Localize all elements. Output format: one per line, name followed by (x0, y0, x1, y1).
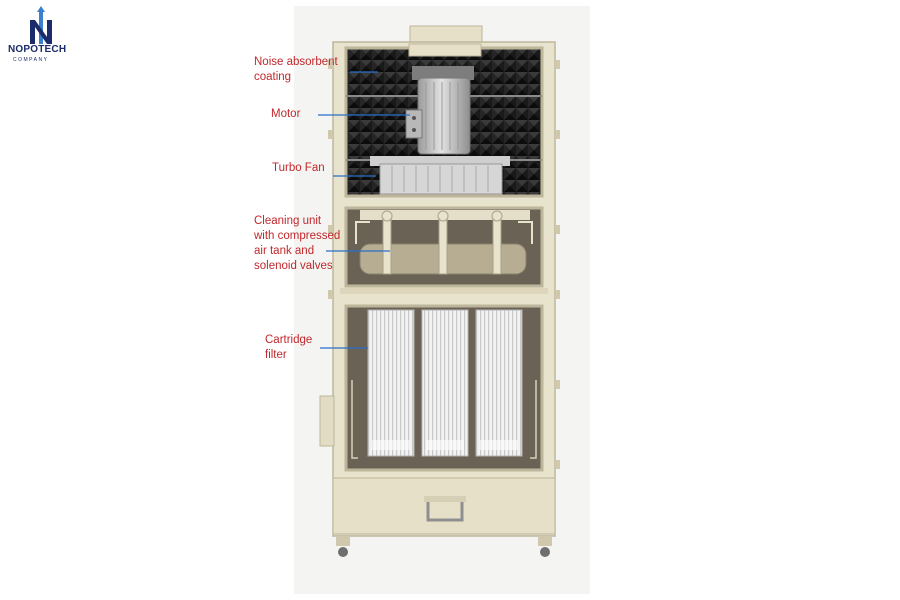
casters (336, 536, 552, 557)
side-inlet-port (319, 395, 335, 447)
cartridge-filters (367, 309, 523, 457)
label-motor: Motor (271, 108, 301, 120)
label-cleaning-unit: Cleaning unit with compressed air tank a… (254, 215, 341, 272)
brand-logo (6, 6, 76, 66)
brand-subtitle: COMPANY (13, 57, 49, 63)
callout-leader-lines (318, 71, 410, 349)
solenoid-valves (381, 210, 503, 275)
logo-mark-icon (30, 6, 52, 44)
brand-name: NOPOTECH (8, 44, 67, 55)
label-cartridge-filter: Cartridge filter (265, 334, 313, 361)
turbo-fan (370, 156, 510, 195)
dust-drawer (332, 477, 556, 535)
drawer-handle (426, 502, 464, 522)
label-noise-absorbent-coating: Noise absorbent coating (254, 56, 338, 83)
label-turbo-fan: Turbo Fan (272, 162, 325, 174)
motor (405, 66, 474, 155)
